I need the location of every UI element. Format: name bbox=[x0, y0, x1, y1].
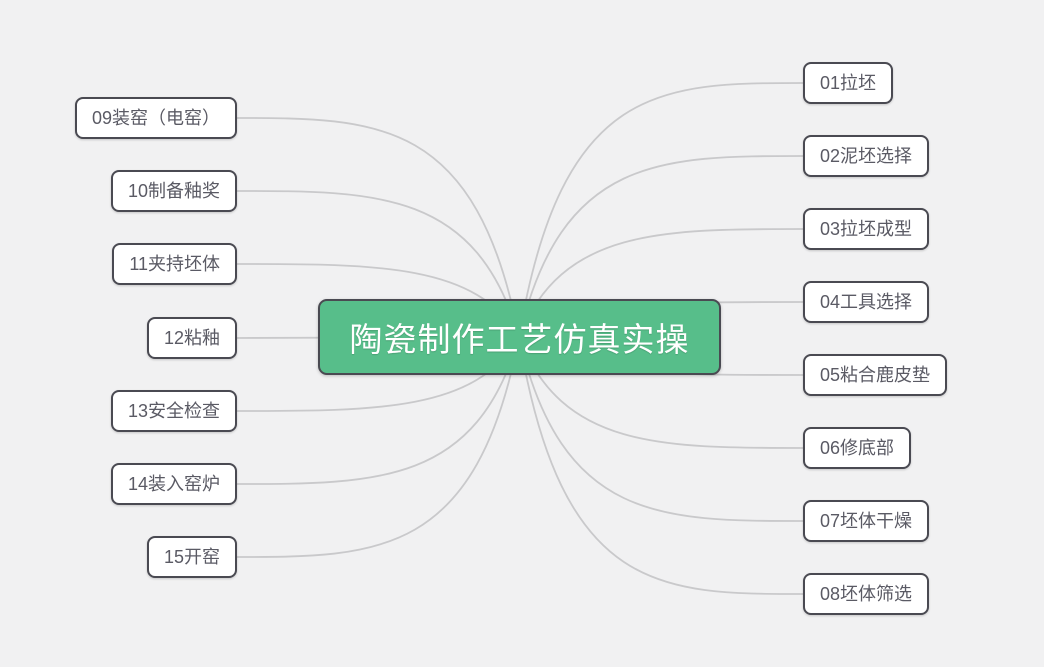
branch-node[interactable]: 08坯体筛选 bbox=[803, 573, 930, 615]
connector-line-right bbox=[518, 336, 804, 595]
branch-node[interactable]: 12粘釉 bbox=[146, 317, 237, 359]
branch-node-label: 05粘合鹿皮垫 bbox=[820, 365, 931, 385]
connector-line-left bbox=[236, 336, 520, 485]
branch-node-label: 02泥坯选择 bbox=[820, 146, 913, 166]
branch-node[interactable]: 09装窑（电窑） bbox=[74, 97, 237, 139]
branch-node-label: 07坯体干燥 bbox=[820, 511, 913, 531]
branch-node-label: 08坯体筛选 bbox=[820, 584, 913, 604]
branch-node-label: 11夹持坯体 bbox=[129, 254, 220, 274]
branch-node[interactable]: 13安全检查 bbox=[110, 390, 237, 432]
branch-node-label: 04工具选择 bbox=[820, 292, 913, 312]
branch-node[interactable]: 05粘合鹿皮垫 bbox=[803, 354, 948, 396]
branch-node-label: 12粘釉 bbox=[163, 328, 220, 348]
branch-node-label: 06修底部 bbox=[820, 438, 895, 458]
branch-node[interactable]: 14装入窑炉 bbox=[110, 463, 237, 505]
branch-node-label: 09装窑（电窑） bbox=[91, 108, 220, 128]
branch-node[interactable]: 04工具选择 bbox=[803, 281, 930, 323]
branch-node-label: 10制备釉奖 bbox=[127, 181, 220, 201]
central-topic-node[interactable]: 陶瓷制作工艺仿真实操 bbox=[318, 299, 721, 375]
branch-node-label: 13安全检查 bbox=[127, 401, 220, 421]
branch-node[interactable]: 15开窑 bbox=[146, 536, 237, 578]
branch-node[interactable]: 07坯体干燥 bbox=[803, 500, 930, 542]
connector-line-left bbox=[236, 190, 520, 338]
branch-node-label: 03拉坯成型 bbox=[820, 219, 913, 239]
branch-node[interactable]: 01拉坯 bbox=[803, 62, 894, 104]
connector-line-right bbox=[518, 336, 804, 522]
connector-line-left bbox=[236, 336, 520, 558]
branch-node[interactable]: 03拉坯成型 bbox=[803, 208, 930, 250]
connector-line-left bbox=[236, 117, 520, 338]
branch-node-label: 14装入窑炉 bbox=[127, 474, 220, 494]
branch-node[interactable]: 06修底部 bbox=[803, 427, 912, 469]
branch-node[interactable]: 10制备釉奖 bbox=[110, 170, 237, 212]
branch-node[interactable]: 02泥坯选择 bbox=[803, 135, 930, 177]
connector-line-right bbox=[518, 82, 804, 338]
branch-node[interactable]: 11夹持坯体 bbox=[112, 243, 237, 285]
connector-line-right bbox=[518, 155, 804, 338]
central-topic-label: 陶瓷制作工艺仿真实操 bbox=[349, 321, 690, 358]
branch-node-label: 01拉坯 bbox=[820, 73, 877, 93]
connector-line-right bbox=[518, 336, 804, 449]
branch-node-label: 15开窑 bbox=[163, 547, 220, 567]
